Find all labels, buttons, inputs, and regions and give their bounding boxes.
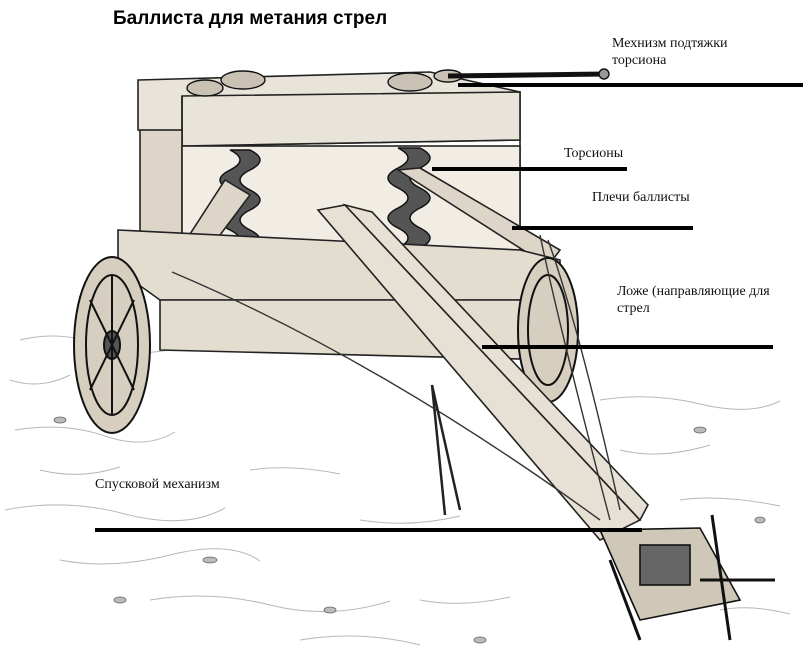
label-trigger: Спусковой механизм [95, 477, 220, 492]
leader-stock [482, 345, 773, 349]
leader-torsions [432, 167, 627, 171]
diagram-title: Баллиста для метания стрел [113, 8, 388, 29]
tension-gears [186, 68, 610, 97]
label-tension-mechanism: Мехнизм подтяжки торсиона [612, 35, 728, 69]
label-stock-line2: стрел [617, 301, 650, 316]
ropes [171, 234, 621, 521]
label-stock: Ложе (направляющие для стрел [617, 283, 770, 317]
ground-stones [53, 416, 766, 644]
label-tension-mechanism-line1: Мехнизм подтяжки [612, 36, 728, 51]
wheels [73, 256, 579, 434]
label-arms: Плечи баллисты [592, 190, 690, 205]
label-torsions: Торсионы [564, 146, 624, 161]
label-tension-mechanism-line2: торсиона [612, 53, 667, 68]
support-legs [430, 384, 462, 516]
trigger-winch [598, 514, 775, 641]
stock-rails [316, 203, 649, 541]
label-stock-line1: Ложе (направляющие для [617, 284, 770, 299]
leader-tension-mechanism [458, 83, 803, 87]
leader-arms [512, 226, 693, 230]
leader-trigger [95, 528, 642, 532]
